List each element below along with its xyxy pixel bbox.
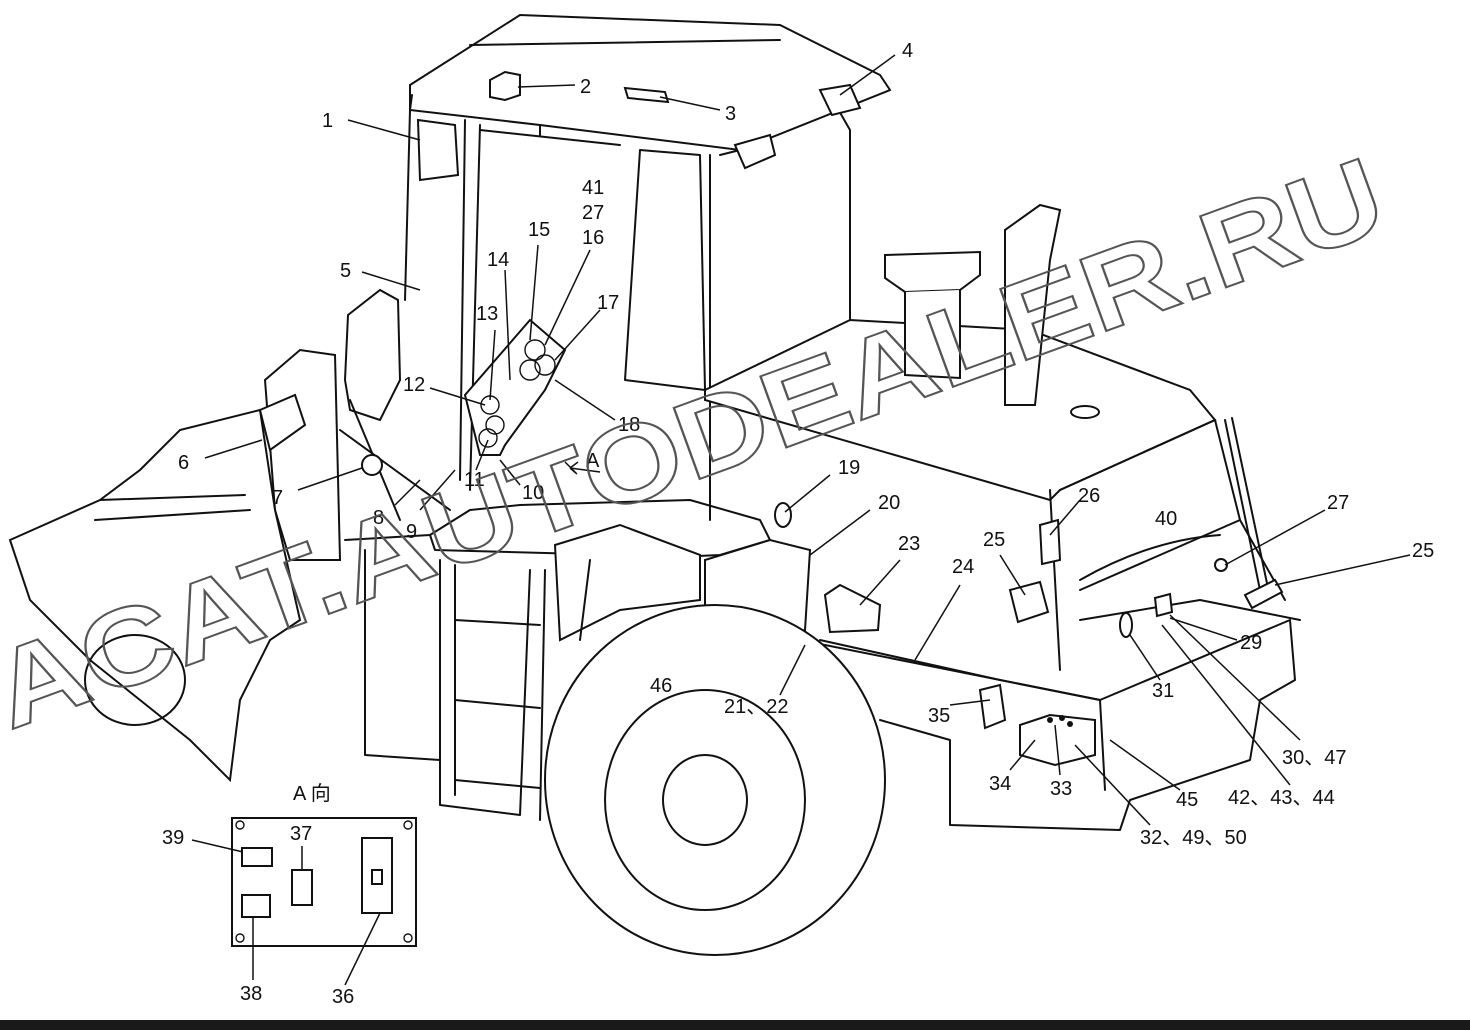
callout-23: 23 <box>898 533 920 555</box>
callout-25a: 25 <box>983 529 1005 551</box>
rear-body <box>799 599 1301 831</box>
callout-labels: 1 2 3 4 5 6 7 8 9 10 11 12 13 14 15 41 2… <box>162 40 1434 1008</box>
callout-29: 29 <box>1240 632 1262 654</box>
horn-6 <box>258 393 307 452</box>
callout-38: 38 <box>240 983 262 1005</box>
callout-5: 5 <box>340 260 351 282</box>
engine-hood <box>704 203 1286 671</box>
wheel <box>544 604 886 956</box>
callout-45: 45 <box>1176 789 1198 811</box>
callout-3: 3 <box>725 103 736 125</box>
callout-40: 40 <box>1155 508 1177 530</box>
work-lamp-1 <box>416 118 460 182</box>
callout-25b: 25 <box>1412 540 1434 562</box>
callout-35: 35 <box>928 705 950 727</box>
leader-lines <box>204 54 1411 826</box>
callout-2: 2 <box>580 76 591 98</box>
key-switch-7 <box>361 454 384 476</box>
callout-9: 9 <box>406 521 417 543</box>
callout-27b: 27 <box>1327 492 1349 514</box>
callout-18: 18 <box>618 414 640 436</box>
callout-33: 33 <box>1050 778 1072 800</box>
relay-26 <box>1038 518 1062 566</box>
tail-lamp-25b <box>1243 578 1284 610</box>
roof-light-3 <box>623 86 670 104</box>
callout-39: 39 <box>162 827 184 849</box>
callout-7: 7 <box>272 487 283 509</box>
callout-36: 36 <box>332 986 354 1008</box>
callout-14: 14 <box>487 249 509 271</box>
sensor-27b <box>1214 558 1229 572</box>
callout-31: 31 <box>1152 680 1174 702</box>
view-a-arrow <box>569 461 601 475</box>
callout-17: 17 <box>597 292 619 314</box>
callout-6: 6 <box>178 452 189 474</box>
bucket <box>8 408 302 783</box>
sensor-19 <box>774 502 793 528</box>
bottom-border <box>0 1020 1470 1030</box>
callout-16: 16 <box>582 227 604 249</box>
ladder <box>439 559 546 821</box>
callout-26: 26 <box>1078 485 1100 507</box>
sensor-31 <box>1119 612 1134 638</box>
callout-13: 13 <box>476 303 498 325</box>
roof-parts <box>416 70 862 182</box>
callout-20: 20 <box>878 492 900 514</box>
callout-42-43-44: 42、43、44 <box>1228 787 1335 809</box>
callout-8: 8 <box>373 507 384 529</box>
callout-11: 11 <box>464 469 485 491</box>
callout-30-47: 30、47 <box>1282 747 1347 769</box>
view-a-label: A <box>586 450 600 472</box>
callout-19: 19 <box>838 457 860 479</box>
callout-46: 46 <box>650 675 672 697</box>
inset-title: A 向 <box>293 782 331 805</box>
roof-lamp-2 <box>489 70 521 102</box>
callout-37: 37 <box>290 823 312 845</box>
inset-view-a: A 向 <box>191 782 417 986</box>
callout-21-22: 21、22 <box>724 696 789 718</box>
relay-25 <box>1008 580 1050 624</box>
callout-4: 4 <box>902 40 913 62</box>
callout-1: 1 <box>322 110 333 132</box>
harness-40 <box>1079 534 1221 581</box>
work-lamp-4 <box>818 83 862 117</box>
callout-34: 34 <box>989 773 1011 795</box>
switch-29 <box>1153 592 1174 618</box>
rear-lamp <box>733 133 777 170</box>
callout-15: 15 <box>528 219 550 241</box>
callout-32-49-50: 32、49、50 <box>1140 827 1247 849</box>
callout-10: 10 <box>522 482 544 504</box>
callout-27a: 27 <box>582 202 604 224</box>
callout-12: 12 <box>403 374 425 396</box>
callout-41: 41 <box>582 177 604 199</box>
callout-24: 24 <box>952 556 974 578</box>
dash-panel <box>258 318 1284 638</box>
